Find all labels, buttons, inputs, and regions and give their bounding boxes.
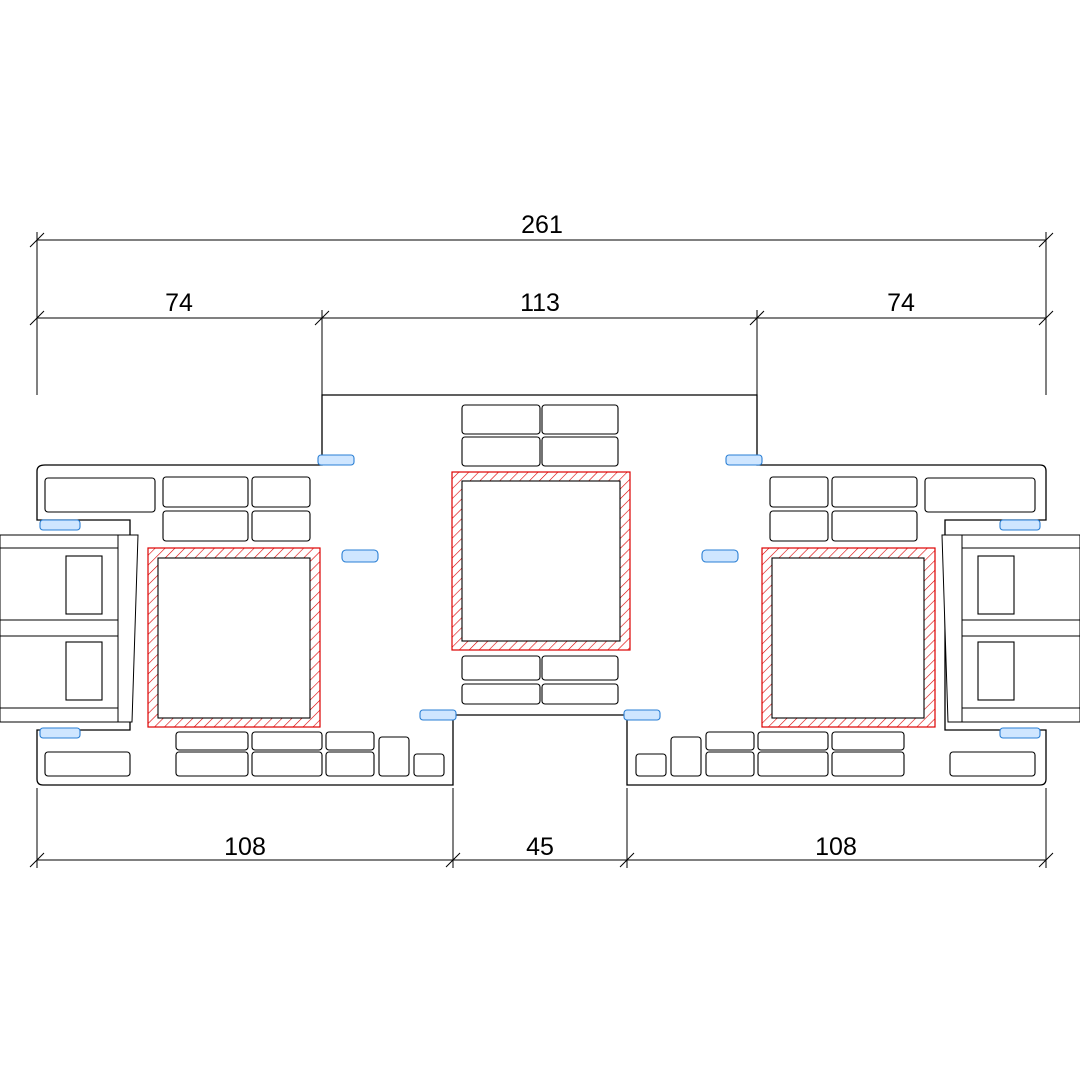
center-mullion bbox=[451, 404, 631, 705]
dimension-label-bottom-middle: 45 bbox=[526, 833, 554, 861]
dimension-label-top-right: 74 bbox=[887, 289, 915, 317]
left-bottom-gasket bbox=[39, 727, 81, 739]
dimension-label-bottom-right: 108 bbox=[815, 833, 857, 861]
left-top-gasket bbox=[39, 519, 81, 531]
left-bottom-center-gasket bbox=[419, 709, 457, 721]
right-top-gasket bbox=[999, 519, 1041, 531]
dimension-label-bottom-left: 108 bbox=[224, 833, 266, 861]
right-sash bbox=[623, 454, 1041, 777]
dimension-label-overall: 261 bbox=[521, 211, 563, 239]
left-inner-gasket bbox=[341, 549, 379, 563]
right-glazing-unit bbox=[941, 534, 1080, 723]
right-inner-gasket bbox=[701, 549, 739, 563]
left-sash bbox=[39, 454, 457, 777]
dimension-label-top-middle: 113 bbox=[520, 289, 560, 317]
right-top-center-gasket bbox=[725, 454, 763, 466]
left-top-center-gasket bbox=[317, 454, 355, 466]
dimension-label-top-left: 74 bbox=[165, 289, 193, 317]
left-glazing-unit bbox=[0, 534, 139, 723]
dimension-overall: 261 bbox=[29, 211, 1054, 395]
right-bottom-gasket bbox=[999, 727, 1041, 739]
dimension-top-row: 74 113 74 bbox=[29, 289, 1054, 395]
dimension-bottom-row: 108 45 108 bbox=[29, 788, 1054, 868]
right-bottom-center-gasket bbox=[623, 709, 661, 721]
